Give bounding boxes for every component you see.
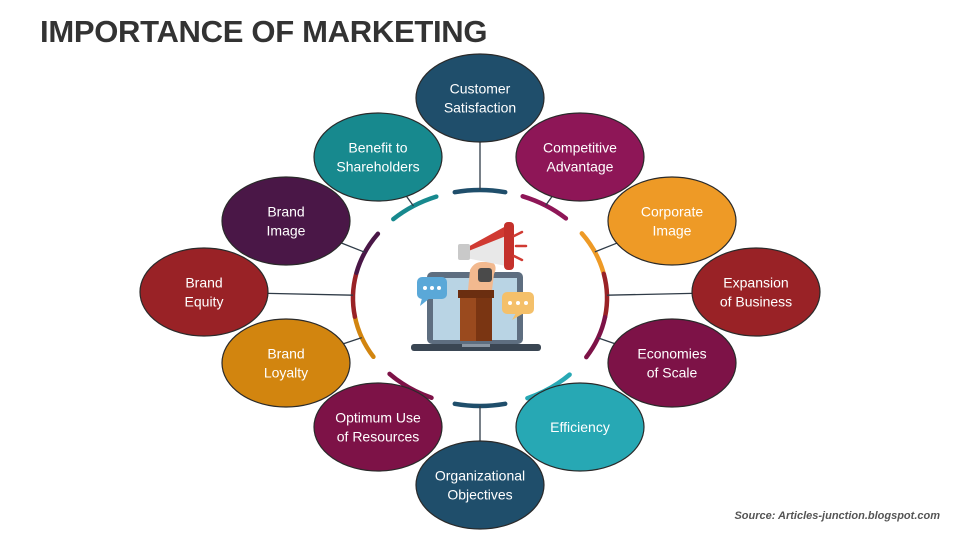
node-label-benefit-to-shareholders: Shareholders: [336, 159, 419, 175]
node-shape-competitive-advantage: [515, 112, 645, 202]
ring-arc-expansion-of-business: [601, 271, 610, 319]
node-label-customer-satisfaction: Satisfaction: [444, 100, 516, 116]
node-shape-benefit-to-shareholders: [313, 112, 443, 202]
ring-arc-corporate-image: [579, 231, 606, 275]
chat-bubble-icon: [417, 277, 447, 306]
node-shape-organizational-objectives: [415, 440, 545, 530]
node-label-organizational-objectives: Objectives: [447, 487, 512, 503]
node-label-optimum-use-of-resources: of Resources: [337, 429, 419, 445]
node-label-efficiency: Efficiency: [550, 419, 610, 435]
ring-arc-competitive-advantage: [520, 194, 569, 221]
node-shape-economies-of-scale: [607, 318, 737, 408]
megaphone-icon: [458, 222, 528, 270]
node-label-brand-image: Image: [267, 223, 306, 239]
node-label-benefit-to-shareholders: Benefit to: [348, 140, 407, 156]
ring-arc-organizational-objectives: [452, 401, 508, 409]
node-shape-brand-loyalty: [221, 318, 351, 408]
connector-brand-image: [341, 242, 366, 253]
benefit-nodes: CustomerSatisfactionCompetitiveAdvantage…: [139, 53, 821, 530]
node-label-competitive-advantage: Advantage: [547, 159, 614, 175]
node-shape-brand-equity: [139, 247, 269, 337]
node-expansion-of-business: Expansion of Business: [691, 247, 821, 337]
connector-economies-of-scale: [597, 337, 615, 345]
node-label-brand-loyalty: Loyalty: [264, 365, 308, 381]
ring-arc-brand-equity: [350, 271, 359, 319]
center-illustration: [411, 222, 541, 351]
node-shape-expansion-of-business: [691, 247, 821, 337]
node-label-economies-of-scale: of Scale: [647, 365, 698, 381]
node-benefit-to-shareholders: Benefit to Shareholders: [313, 112, 443, 202]
node-optimum-use-of-resources: Optimum Use of Resources: [313, 382, 443, 472]
node-label-customer-satisfaction: Customer: [450, 81, 511, 97]
node-shape-optimum-use-of-resources: [313, 382, 443, 472]
connector-brand-equity: [267, 292, 354, 296]
node-label-brand-image: Brand: [267, 204, 304, 220]
node-label-expansion-of-business: of Business: [720, 294, 792, 310]
node-economies-of-scale: Economies of Scale: [607, 318, 737, 408]
ring-arcs: [350, 187, 610, 409]
chat-bubble-icon: [502, 292, 534, 320]
source-credit: Source: Articles-junction.blogspot.com: [734, 510, 940, 522]
arm-icon: [458, 262, 496, 341]
node-label-brand-equity: Brand: [185, 275, 222, 291]
connector-brand-loyalty: [343, 336, 363, 345]
ring-arc-benefit-to-shareholders: [391, 194, 439, 222]
node-shape-efficiency: [515, 382, 645, 472]
connector-expansion-of-business: [606, 292, 693, 296]
node-shape-brand-image: [221, 176, 351, 266]
node-label-optimum-use-of-resources: Optimum Use: [335, 410, 421, 426]
page-title: IMPORTANCE OF MARKETING: [40, 14, 488, 49]
ring-arc-economies-of-scale: [584, 314, 608, 360]
connector-corporate-image: [594, 242, 617, 253]
connector-benefit-to-shareholders: [405, 196, 415, 207]
node-shape-corporate-image: [607, 176, 737, 266]
ring-arc-customer-satisfaction: [452, 187, 508, 195]
node-shape-customer-satisfaction: [415, 53, 545, 143]
node-label-brand-equity: Equity: [185, 294, 224, 310]
node-label-brand-loyalty: Brand: [267, 346, 304, 362]
connector-competitive-advantage: [545, 196, 553, 206]
node-label-organizational-objectives: Organizational: [435, 468, 525, 484]
node-efficiency: Efficiency: [515, 382, 645, 472]
node-label-expansion-of-business: Expansion: [723, 275, 788, 291]
connector-lines: [267, 142, 693, 441]
node-label-corporate-image: Corporate: [641, 204, 703, 220]
ring-arc-brand-image: [354, 231, 381, 275]
node-label-corporate-image: Image: [653, 223, 692, 239]
node-label-competitive-advantage: Competitive: [543, 140, 617, 156]
ring-arc-brand-loyalty: [352, 314, 376, 360]
node-label-economies-of-scale: Economies: [637, 346, 706, 362]
